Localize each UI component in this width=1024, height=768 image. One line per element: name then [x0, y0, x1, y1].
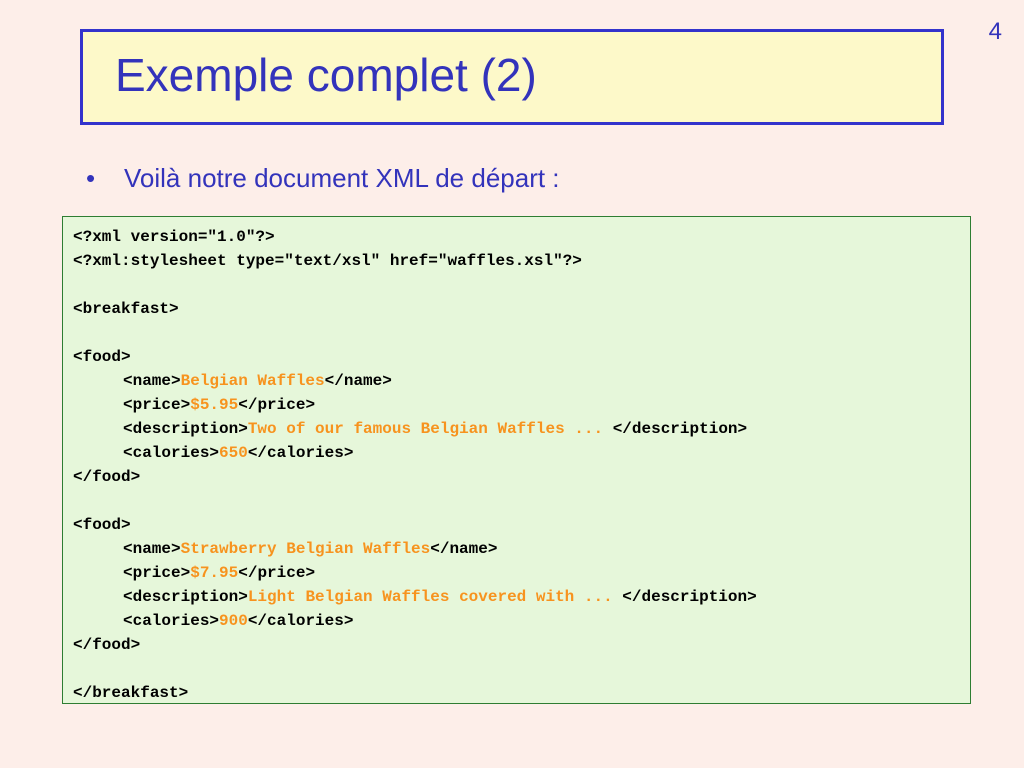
code-line-blank	[73, 489, 970, 513]
tag-description-open: <description>	[123, 420, 248, 438]
code-line-calories: <calories>650</calories>	[73, 441, 970, 465]
value-calories: 900	[219, 612, 248, 630]
code-line-stylesheet: <?xml:stylesheet type="text/xsl" href="w…	[73, 252, 582, 270]
code-line-breakfast-close: </breakfast>	[73, 684, 189, 702]
code-line-price: <price>$5.95</price>	[73, 393, 970, 417]
value-price: $7.95	[190, 564, 239, 582]
value-price: $5.95	[190, 396, 239, 414]
value-description: Two of our famous Belgian Waffles ...	[247, 420, 604, 438]
tag-calories-open: <calories>	[123, 612, 220, 630]
tag-calories-open: <calories>	[123, 444, 220, 462]
title-box: Exemple complet (2)	[80, 29, 944, 125]
tag-name-close: </name>	[324, 372, 392, 390]
tag-price-close: </price>	[238, 564, 316, 582]
code-line-food-open: <food>	[73, 516, 131, 534]
tag-description-open: <description>	[123, 588, 248, 606]
slide-title: Exemple complet (2)	[115, 49, 537, 101]
code-line-calories: <calories>900</calories>	[73, 609, 970, 633]
value-name: Belgian Waffles	[180, 372, 325, 390]
code-line-name: <name>Strawberry Belgian Waffles</name>	[73, 537, 970, 561]
tag-description-close: </description>	[603, 420, 748, 438]
code-line-food-close: </food>	[73, 636, 141, 654]
tag-price-close: </price>	[238, 396, 316, 414]
bullet-item: • Voilà notre document XML de départ :	[86, 160, 560, 196]
bullet-text: Voilà notre document XML de départ :	[124, 163, 560, 193]
code-line-price: <price>$7.95</price>	[73, 561, 970, 585]
code-line-blank	[73, 321, 970, 345]
tag-description-close: </description>	[612, 588, 757, 606]
value-name: Strawberry Belgian Waffles	[180, 540, 431, 558]
value-description: Light Belgian Waffles covered with ...	[247, 588, 613, 606]
page-number: 4	[988, 18, 1002, 45]
code-line-blank	[73, 657, 970, 681]
xml-code-block: <?xml version="1.0"?> <?xml:stylesheet t…	[62, 216, 971, 704]
bullet-marker: •	[86, 163, 96, 193]
code-line-xml-declaration: <?xml version="1.0"?>	[73, 228, 275, 246]
code-line-food-close: </food>	[73, 468, 141, 486]
code-line-food-open: <food>	[73, 348, 131, 366]
tag-price-open: <price>	[123, 396, 191, 414]
tag-price-open: <price>	[123, 564, 191, 582]
code-line-name: <name>Belgian Waffles</name>	[73, 369, 970, 393]
value-calories: 650	[219, 444, 248, 462]
code-line-description: <description>Light Belgian Waffles cover…	[73, 585, 970, 609]
tag-calories-close: </calories>	[247, 444, 354, 462]
code-line-blank	[73, 273, 970, 297]
tag-name-open: <name>	[123, 540, 181, 558]
tag-calories-close: </calories>	[247, 612, 354, 630]
tag-name-close: </name>	[430, 540, 498, 558]
code-line-breakfast-open: <breakfast>	[73, 300, 179, 318]
code-line-description: <description>Two of our famous Belgian W…	[73, 417, 970, 441]
tag-name-open: <name>	[123, 372, 181, 390]
